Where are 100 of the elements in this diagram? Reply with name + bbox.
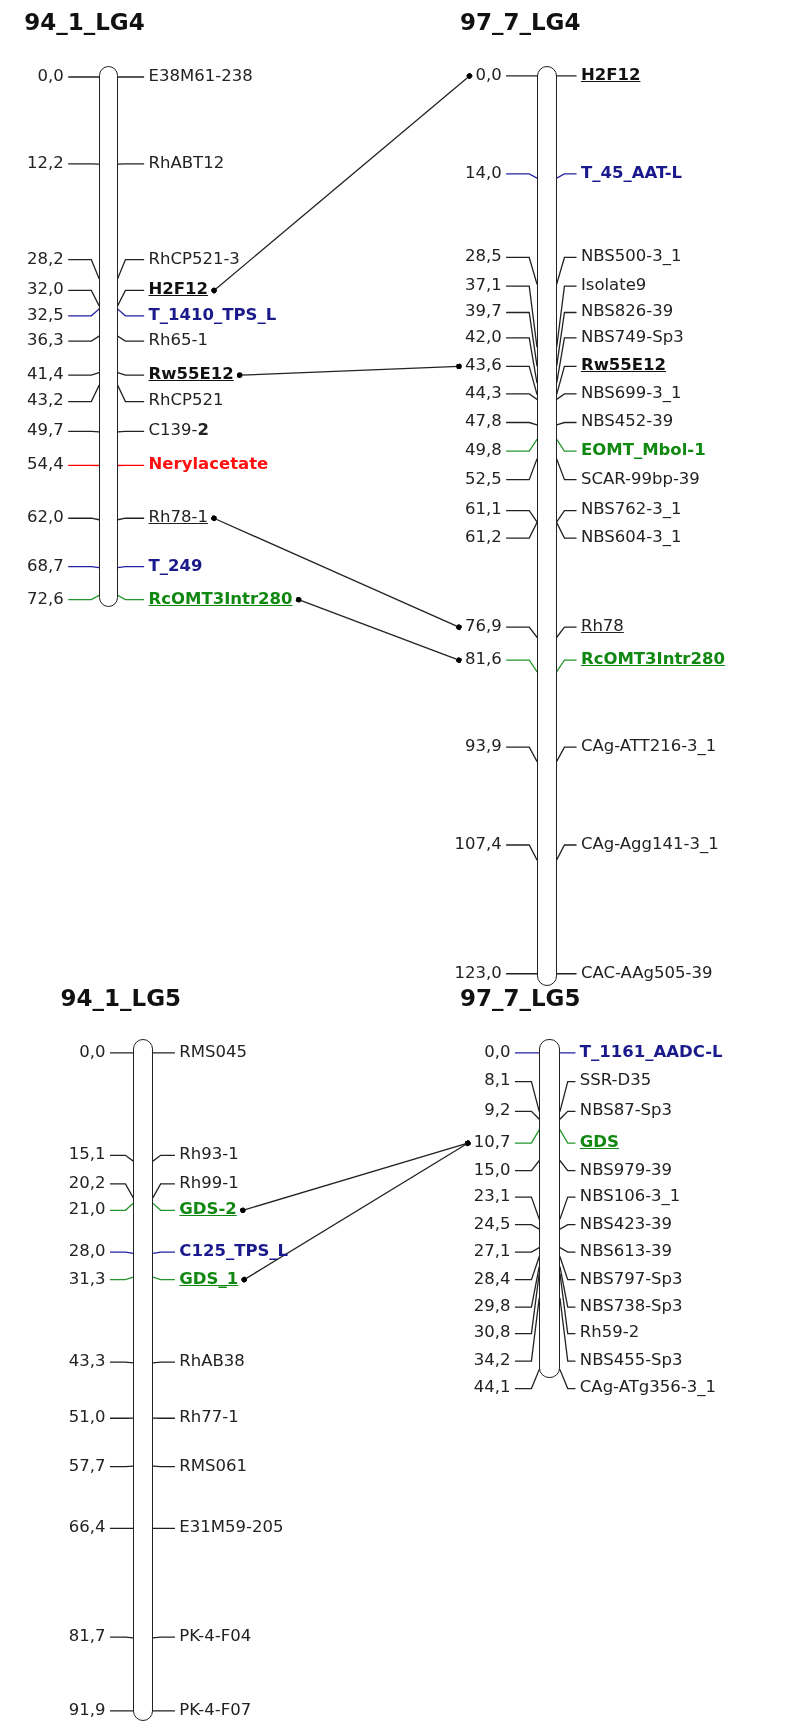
map-position: 12,2 (27, 152, 64, 173)
map-position: 28,2 (27, 248, 64, 269)
map-position: 8,1 (484, 1070, 511, 1091)
marker-name: NBS106-3_1 (579, 1186, 681, 1206)
marker-name: Rh78-1 (148, 507, 208, 528)
map-position: 44,1 (473, 1377, 511, 1398)
map-position: 30,8 (473, 1322, 511, 1343)
map-position: 76,9 (464, 616, 502, 637)
map-position: 27,1 (473, 1241, 511, 1261)
marker-name: NBS797-Sp3 (579, 1268, 683, 1289)
map-position: 15,0 (473, 1159, 511, 1180)
map-position: 24,5 (473, 1213, 511, 1234)
map-position: 37,1 (464, 274, 502, 295)
map-position: 28,4 (473, 1268, 511, 1289)
marker-name: NBS604-3_1 (580, 526, 682, 547)
marker-name: NBS826-39 (580, 301, 674, 322)
marker-name: C125_TPS_L (179, 1241, 289, 1261)
marker-name: Rh99-1 (179, 1172, 239, 1193)
marker-name: H2F12 (148, 279, 209, 300)
map-position: 47,8 (464, 411, 502, 432)
map-position: 51,0 (68, 1407, 106, 1428)
map-position: 61,2 (464, 526, 502, 547)
map-position: 28,0 (68, 1241, 106, 1261)
marker-name: RcOMT3Intr280 (580, 649, 725, 670)
marker-name: NBS762-3_1 (580, 499, 682, 520)
map-position: 57,7 (68, 1455, 106, 1476)
connector-line (295, 596, 462, 664)
marker-name: RhAB38 (179, 1351, 245, 1372)
map-position: 49,7 (27, 420, 64, 441)
map-position: 91,9 (68, 1699, 106, 1720)
marker-name: PK-4-F07 (179, 1699, 252, 1720)
map-position: 32,0 (27, 279, 64, 300)
marker-name: C139-2 (148, 420, 209, 441)
marker-name: NBS613-39 (579, 1241, 673, 1261)
map-title: 97_7_LG4 (459, 8, 581, 35)
marker-name: Rh93-1 (179, 1144, 239, 1165)
marker-name: CAg-Agg141-3_1 (580, 833, 719, 854)
marker-name: NBS738-Sp3 (579, 1296, 683, 1316)
marker-name: Rh65-1 (148, 329, 208, 350)
marker-name: GDS-2 (179, 1199, 237, 1220)
map-position: 10,7 (473, 1132, 511, 1153)
map-position: 14,0 (464, 162, 502, 183)
marker-name: CAC-AAg505-39 (580, 962, 713, 983)
marker-name: EOMT_Mbol-1 (580, 440, 706, 460)
marker-name: T_1410_TPS_L (148, 304, 277, 325)
map-position: 54,4 (27, 454, 64, 475)
map-position: 66,4 (68, 1517, 106, 1538)
connector-line (241, 1140, 471, 1283)
map-position: 93,9 (464, 736, 502, 756)
marker-name: Isolate9 (580, 274, 647, 295)
marker-name: RMS045 (179, 1041, 247, 1062)
marker-name: GDS (579, 1132, 619, 1153)
marker-name: RhCP521-3 (148, 248, 240, 269)
marker-name: Rh59-2 (579, 1322, 640, 1343)
map-position: 61,1 (464, 499, 502, 520)
marker-name: SCAR-99bp-39 (580, 468, 700, 489)
marker-name: NBS87-Sp3 (579, 1100, 673, 1121)
marker-name: H2F12 (580, 64, 641, 85)
map-position: 107,4 (454, 833, 502, 854)
marker-name: E38M61-238 (148, 65, 253, 86)
marker-name: RcOMT3Intr280 (148, 588, 293, 609)
map-position: 72,6 (27, 588, 64, 609)
map-position: 42,0 (464, 326, 502, 347)
marker-name: NBS749-Sp3 (580, 326, 684, 347)
map-position: 81,6 (464, 649, 502, 670)
map-position: 21,0 (68, 1199, 106, 1220)
marker-name: CAg-ATg356-3_1 (579, 1377, 716, 1398)
map-position: 123,0 (454, 962, 502, 983)
marker-name: NBS699-3_1 (580, 382, 682, 403)
map-position: 9,2 (484, 1100, 511, 1121)
map-position: 0,0 (79, 1041, 106, 1062)
marker-name: GDS_1 (179, 1268, 239, 1289)
marker-name: Rh77-1 (179, 1407, 239, 1428)
map-position: 0,0 (37, 65, 64, 86)
map-position: 34,2 (473, 1349, 511, 1370)
map-position: 41,4 (27, 364, 64, 385)
marker-name: T_249 (148, 555, 203, 576)
connector-line (236, 363, 462, 379)
map-position: 0,0 (484, 1041, 511, 1062)
marker-name: RhABT12 (148, 152, 225, 173)
map-title: 97_7_LG5 (459, 984, 581, 1011)
map-position: 0,0 (475, 64, 502, 85)
marker-name: RhCP521 (148, 390, 224, 411)
connector-line (211, 73, 473, 294)
map-position: 43,2 (27, 390, 64, 411)
marker-name: NBS500-3_1 (580, 246, 682, 267)
marker-name: Nerylacetate (148, 454, 269, 475)
map-position: 29,8 (473, 1296, 511, 1316)
map-position: 20,2 (68, 1172, 106, 1193)
marker-name: PK-4-F04 (179, 1626, 252, 1647)
map-position: 23,1 (473, 1186, 511, 1206)
map-position: 39,7 (464, 301, 502, 322)
map-position: 68,7 (27, 555, 64, 576)
marker-name: Rh78 (580, 616, 624, 637)
connector-line (211, 515, 462, 630)
marker-name: Rw55E12 (580, 355, 667, 376)
map-position: 32,5 (27, 304, 64, 325)
map-position: 28,5 (464, 246, 502, 267)
map-title: 94_1_LG5 (60, 984, 182, 1011)
map-position: 31,3 (68, 1268, 106, 1289)
